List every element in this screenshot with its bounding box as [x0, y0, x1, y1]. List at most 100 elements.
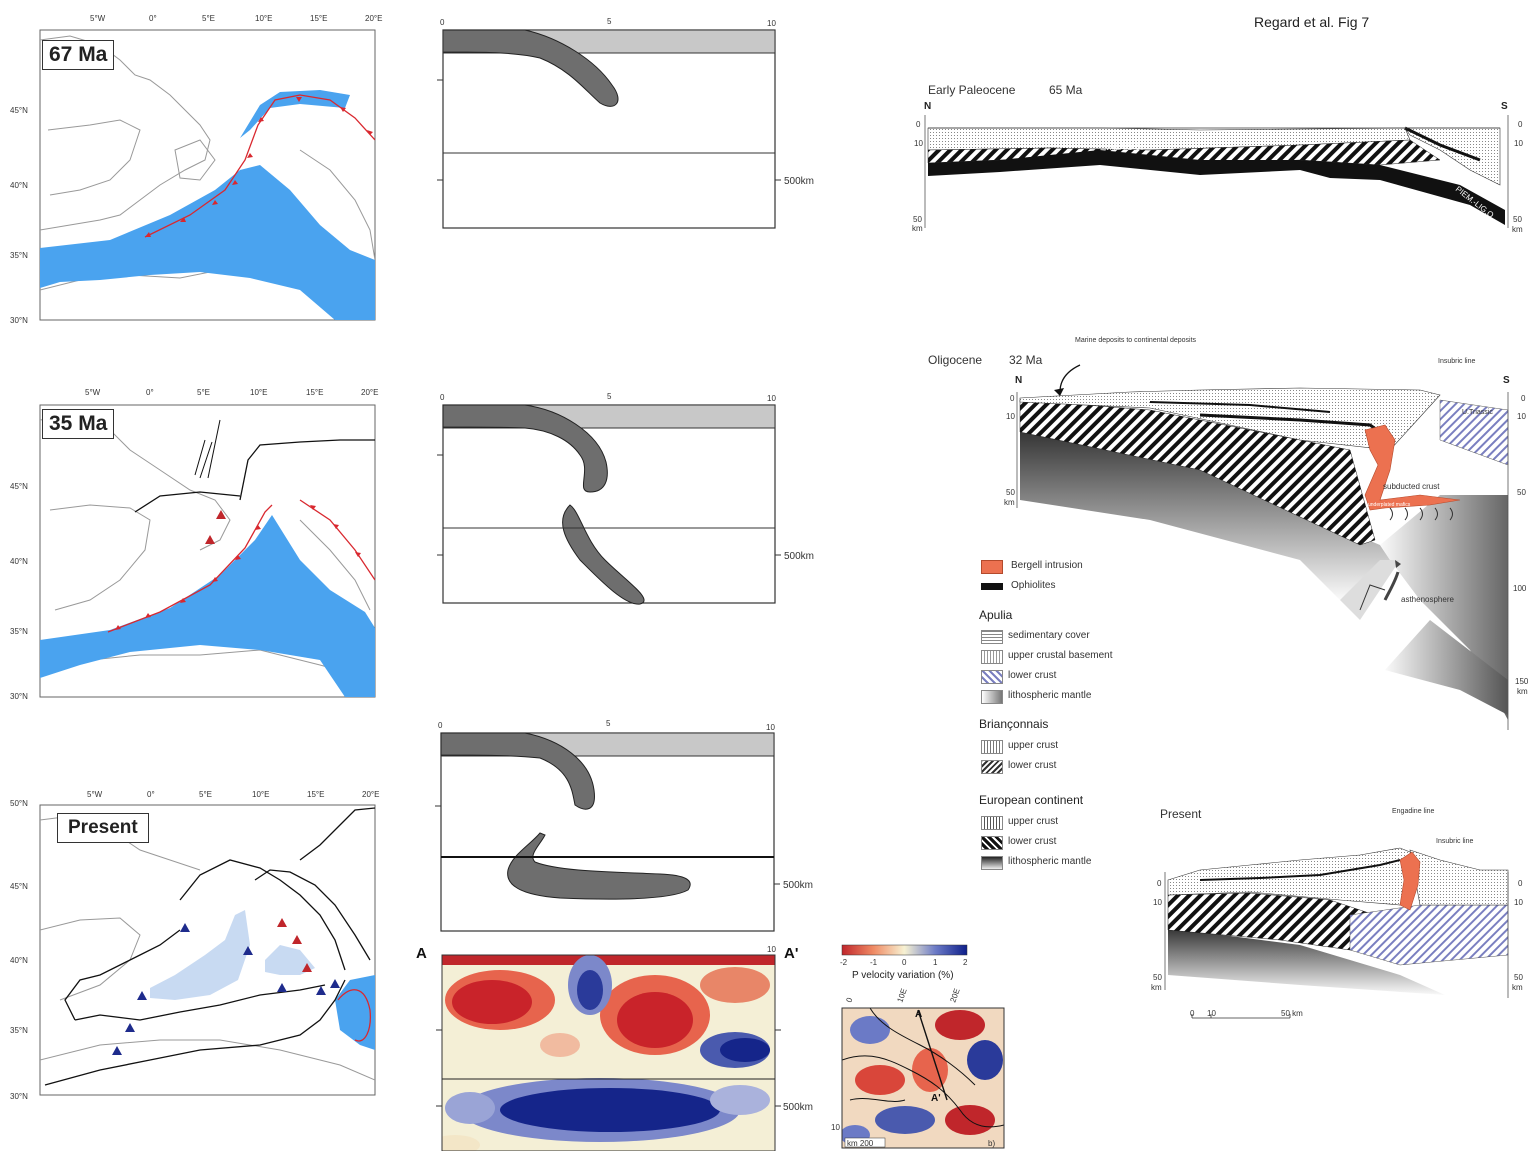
slab	[440, 732, 595, 810]
svg-text:N: N	[924, 101, 931, 112]
svg-text:1: 1	[933, 958, 938, 967]
age-label-present: Present	[57, 813, 149, 843]
age-label-35ma: 35 Ma	[42, 409, 115, 439]
svg-text:15°E: 15°E	[310, 14, 327, 23]
svg-text:35°N: 35°N	[10, 1026, 28, 1035]
svg-text:50: 50	[1006, 488, 1015, 497]
legend-apulia-item: lower crust	[1008, 670, 1057, 681]
thrust-belt	[44, 979, 346, 1086]
svg-text:20°E: 20°E	[365, 14, 382, 23]
svg-text:500km: 500km	[783, 880, 813, 891]
svg-text:10: 10	[1207, 1009, 1216, 1018]
volcano-marker	[112, 1046, 122, 1055]
alpine-thrust	[239, 439, 375, 501]
svg-text:10°E: 10°E	[255, 14, 272, 23]
tethys-ocean	[40, 165, 375, 320]
legend-swatch-lower-crust	[981, 670, 1003, 684]
svg-text:km: km	[1512, 225, 1523, 234]
svg-text:500km: 500km	[784, 551, 814, 562]
legend-apulia-item: upper crustal basement	[1008, 650, 1113, 661]
svg-text:40°N: 40°N	[10, 181, 28, 190]
slab-section-2	[437, 404, 781, 605]
svg-text:underplated mafics: underplated mafics	[1368, 502, 1411, 508]
svg-text:0: 0	[902, 958, 907, 967]
map-35ma	[39, 404, 376, 698]
legend-swatch-euro-mantle	[981, 856, 1003, 870]
svg-text:0: 0	[440, 393, 445, 402]
svg-text:50: 50	[1513, 215, 1522, 224]
svg-text:km: km	[1517, 687, 1528, 696]
svg-text:10: 10	[914, 139, 923, 148]
bergell-intrusion	[1399, 851, 1421, 911]
detached-slab	[562, 504, 645, 605]
slab-section-ticks: 0 5 10 0 5 10 0 5 10 10	[438, 17, 776, 954]
legend-brianconnais-item: lower crust	[1008, 760, 1057, 771]
tomography-labels: A A' 500km	[416, 945, 813, 1113]
apulian-mantle	[1380, 495, 1508, 720]
svg-text:S: S	[1503, 375, 1510, 386]
svg-text:50°N: 50°N	[10, 799, 28, 808]
svg-text:Insubric line: Insubric line	[1438, 358, 1475, 365]
svg-text:A: A	[416, 945, 427, 962]
present-labels: Present Engadine line Insubric line 0 10…	[1151, 807, 1523, 1018]
svg-text:Present: Present	[1160, 807, 1202, 821]
svg-text:30°N: 30°N	[10, 1092, 28, 1101]
legend-ophiolites: Ophiolites	[1011, 580, 1056, 591]
svg-text:45°N: 45°N	[10, 482, 28, 491]
svg-text:10: 10	[767, 394, 776, 403]
svg-text:-1: -1	[870, 958, 878, 967]
svg-text:0: 0	[844, 996, 854, 1004]
bergell-intrusion	[1364, 424, 1461, 511]
legend-swatch-upper-basement	[981, 650, 1003, 664]
svg-text:N: N	[1015, 375, 1022, 386]
volcano-marker	[330, 979, 340, 988]
svg-text:0: 0	[440, 18, 445, 27]
svg-text:10: 10	[766, 723, 775, 732]
svg-text:5°W: 5°W	[90, 14, 106, 23]
svg-text:40°N: 40°N	[10, 557, 28, 566]
svg-text:0: 0	[1190, 1009, 1195, 1018]
detached-slab	[507, 832, 691, 900]
svg-text:10: 10	[1514, 898, 1523, 907]
slab-depth-labels: 500km 500km 500km	[783, 176, 814, 891]
legend-european-item: upper crust	[1008, 816, 1059, 827]
map-67ma	[39, 29, 376, 321]
svg-text:subducted crust: subducted crust	[1383, 482, 1440, 491]
svg-text:500km: 500km	[783, 1102, 813, 1113]
svg-text:Early Paleocene: Early Paleocene	[928, 83, 1016, 97]
legend-brianconnais-item: upper crust	[1008, 740, 1059, 751]
svg-text:15°E: 15°E	[306, 388, 323, 397]
svg-text:km: km	[1004, 498, 1015, 507]
volcano-marker	[302, 963, 312, 972]
oligocene-labels: Oligocene 32 Ma N S Marine deposits to c…	[928, 337, 1529, 696]
tethys-ocean	[40, 515, 375, 697]
svg-text:10: 10	[767, 945, 776, 954]
slab	[442, 404, 608, 493]
svg-text:5: 5	[606, 719, 611, 728]
svg-text:2: 2	[963, 958, 968, 967]
volcano-marker	[243, 946, 253, 955]
map-lon-ticks: 5°W 0° 5°E 10°E 15°E 20°E 5°W 0° 5°E 10°…	[10, 14, 382, 1101]
svg-text:0: 0	[916, 120, 921, 129]
svg-text:Insubric line: Insubric line	[1436, 838, 1473, 845]
volcano-marker	[316, 986, 326, 995]
ligurian-ocean	[240, 90, 350, 138]
valais-ophiolite	[928, 150, 1505, 225]
svg-text:10: 10	[1514, 139, 1523, 148]
section-present	[1164, 847, 1509, 1019]
svg-text:b): b)	[988, 1139, 995, 1148]
svg-text:0°: 0°	[149, 14, 157, 23]
volcano-marker	[292, 935, 302, 944]
svg-text:20°E: 20°E	[361, 388, 378, 397]
svg-text:km: km	[1512, 983, 1523, 992]
svg-text:0: 0	[1157, 879, 1162, 888]
svg-text:10: 10	[1517, 412, 1526, 421]
legend-swatch-ophiolites	[981, 583, 1003, 590]
european-mantle	[1168, 928, 1445, 995]
legend-swatch-brian-upper	[981, 740, 1003, 754]
svg-text:5: 5	[607, 17, 612, 26]
tomography-section	[436, 954, 781, 1151]
svg-text:asthenosphere: asthenosphere	[1401, 595, 1454, 604]
sedimentary-wedge	[1019, 387, 1441, 451]
legend-head-european: European continent	[979, 793, 1084, 807]
